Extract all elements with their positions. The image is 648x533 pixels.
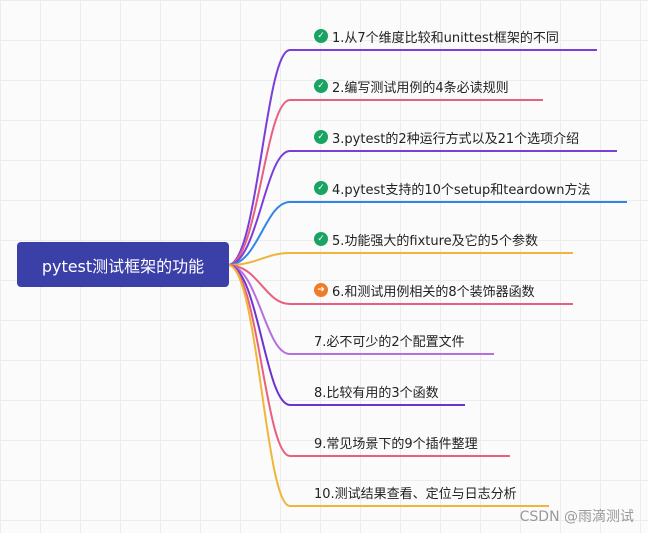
check-circle-icon: ✓ [314, 232, 328, 246]
check-circle-icon: ✓ [314, 181, 328, 195]
watermark: CSDN @雨滴测试 [519, 509, 634, 525]
branch-connector [227, 264, 510, 457]
branch-label: 9.常见场景下的9个插件整理 [314, 436, 478, 452]
branch-connector [227, 49, 597, 266]
branch-node[interactable]: 8.比较有用的3个函数 [314, 381, 439, 401]
branch-connector [227, 264, 573, 305]
root-node[interactable]: pytest测试框架的功能 [17, 242, 229, 287]
branch-node[interactable]: ✓ 2.编写测试用例的4条必读规则 [314, 76, 509, 96]
branch-label: 4.pytest支持的10个setup和teardown方法 [332, 182, 591, 198]
branch-node[interactable]: ✓ 4.pytest支持的10个setup和teardown方法 [314, 178, 590, 198]
branch-connector [227, 201, 627, 266]
branch-label: 10.测试结果查看、定位与日志分析 [314, 486, 517, 502]
branch-node[interactable]: 9.常见场景下的9个插件整理 [314, 432, 478, 452]
branch-label: 6.和测试用例相关的8个装饰器函数 [332, 284, 535, 300]
arrow-right-circle-icon: ➜ [314, 283, 328, 297]
branch-connector [227, 264, 465, 406]
branch-connector [227, 150, 617, 266]
root-node-label: pytest测试框架的功能 [41, 256, 205, 276]
branch-label: 1.从7个维度比较和unittest框架的不同 [332, 30, 559, 46]
check-circle-icon: ✓ [314, 29, 328, 43]
branch-connector [227, 264, 549, 507]
branch-node[interactable]: 10.测试结果查看、定位与日志分析 [314, 482, 517, 502]
branch-label: 8.比较有用的3个函数 [314, 385, 439, 401]
branch-label: 3.pytest的2种运行方式以及21个选项介绍 [332, 131, 580, 147]
check-circle-icon: ✓ [314, 79, 328, 93]
branch-node[interactable]: ✓ 3.pytest的2种运行方式以及21个选项介绍 [314, 127, 579, 147]
branch-node[interactable]: ✓ 1.从7个维度比较和unittest框架的不同 [314, 26, 559, 46]
branch-connector [227, 264, 494, 355]
branch-connector [227, 252, 573, 266]
branch-label: 2.编写测试用例的4条必读规则 [332, 80, 509, 96]
branch-node[interactable]: ✓ 5.功能强大的fixture及它的5个参数 [314, 229, 538, 249]
branch-connector [227, 99, 543, 266]
branch-label: 5.功能强大的fixture及它的5个参数 [332, 233, 538, 249]
branch-node[interactable]: 7.必不可少的2个配置文件 [314, 330, 465, 350]
check-circle-icon: ✓ [314, 130, 328, 144]
branch-label: 7.必不可少的2个配置文件 [314, 334, 465, 350]
branch-node[interactable]: ➜ 6.和测试用例相关的8个装饰器函数 [314, 280, 535, 300]
